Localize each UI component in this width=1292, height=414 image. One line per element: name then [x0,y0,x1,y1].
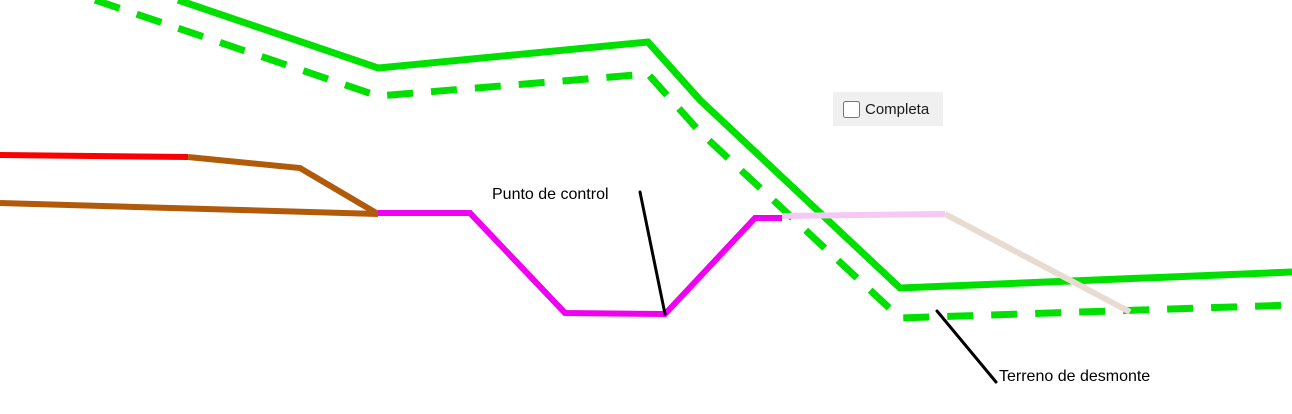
completa-control-panel: Completa [833,92,943,126]
series-rasante-magenta [378,210,782,318]
series-terreno-natural [176,0,1292,292]
series-terreno-de-desmonte [93,0,1292,322]
annotation-leader-punto-de-control [638,190,667,316]
completa-checkbox[interactable] [843,100,860,118]
series-rasante-superior-marron [187,154,380,217]
annotation-label-punto-de-control: Punto de control [492,186,609,203]
series-talud-beige [943,211,1132,315]
series-layer [0,0,1292,322]
annotation-leader-layer [638,190,998,384]
series-rasante-inferior-marron [0,200,379,217]
annotation-leader-terreno-de-desmonte [935,309,998,384]
annotation-label-terreno-de-desmonte: Terreno de desmonte [999,368,1151,385]
series-rasante-superior-roja [0,152,189,160]
completa-label: Completa [865,100,930,118]
series-rasante-rosa [781,211,946,219]
